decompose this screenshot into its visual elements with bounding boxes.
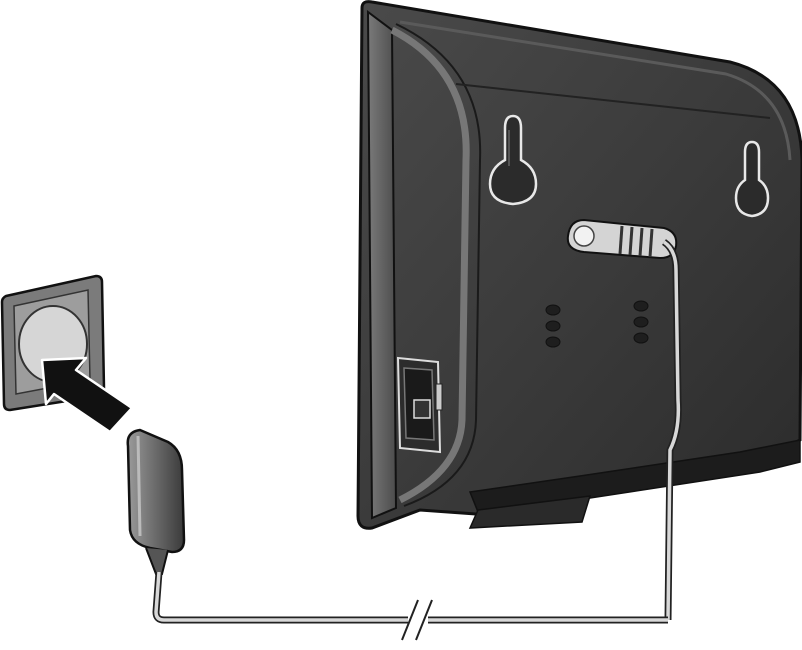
rubber-feet bbox=[545, 300, 649, 348]
base-station bbox=[356, 0, 802, 621]
cable-break-mark-1 bbox=[401, 599, 419, 641]
phone-jack bbox=[396, 356, 443, 454]
plug-icon bbox=[126, 428, 186, 575]
base-station-panel-edge bbox=[390, 26, 470, 504]
power-plug-body bbox=[126, 428, 186, 554]
wall-mount-hole-right bbox=[734, 140, 770, 218]
wall-mount-hole-left bbox=[488, 114, 538, 206]
cable-break-mark-2 bbox=[415, 599, 433, 641]
cable-clip bbox=[566, 218, 678, 260]
base-station-side-rim bbox=[366, 9, 398, 520]
base-station-body bbox=[356, 0, 802, 530]
arrow-icon bbox=[40, 356, 134, 434]
cable-icon bbox=[152, 571, 668, 641]
